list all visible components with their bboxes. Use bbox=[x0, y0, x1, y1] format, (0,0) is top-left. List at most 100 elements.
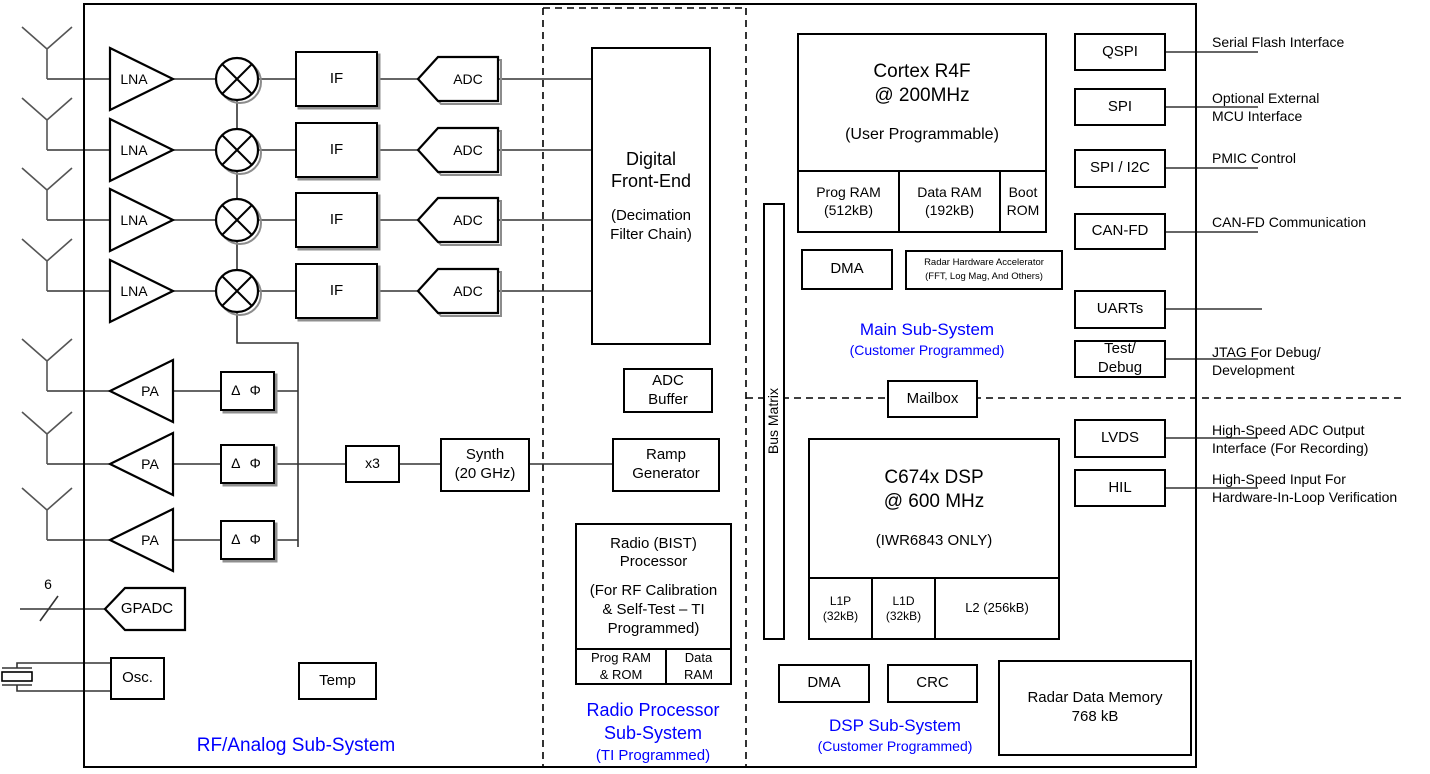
adc-shapes bbox=[416, 55, 502, 317]
hil-block: HIL bbox=[1074, 469, 1166, 507]
lna-label-3: LNA bbox=[120, 211, 148, 228]
lna-label-4: LNA bbox=[120, 282, 148, 299]
mixer-icon bbox=[214, 56, 262, 104]
digital-front-end-block: Digital Front-End (Decimation Filter Cha… bbox=[591, 47, 711, 345]
lna-amplifier-shape bbox=[108, 46, 176, 112]
pa-amplifier-shape bbox=[107, 431, 175, 497]
gpadc-bus-width-label: 6 bbox=[44, 575, 52, 592]
lna-label-2: LNA bbox=[120, 141, 148, 158]
pa-amplifier-shape bbox=[107, 358, 175, 424]
subsystem-divider-dashed-vertical bbox=[542, 7, 747, 766]
lna-amplifier-shape bbox=[108, 117, 176, 183]
if-block-4: IF bbox=[295, 263, 378, 319]
can-fd-ext-label: CAN-FD Communication bbox=[1212, 213, 1367, 230]
phase-shifter-2: Δ Φ bbox=[220, 444, 275, 484]
if-block-3: IF bbox=[295, 192, 378, 248]
rx-antenna-icon bbox=[21, 167, 73, 220]
chip-outline bbox=[83, 3, 1197, 768]
cortex-data-ram-cell: Data RAM(192kB) bbox=[898, 170, 1001, 233]
gpadc-label: GPADC bbox=[120, 600, 174, 618]
rx-signal-wires bbox=[47, 78, 591, 292]
adc-shape bbox=[416, 267, 500, 315]
qspi-block: QSPI bbox=[1074, 33, 1166, 71]
pa-label-2: PA bbox=[141, 455, 159, 472]
dsp-crc-block: CRC bbox=[887, 664, 978, 703]
c674x-dsp-block: C674x DSP @ 600 MHz (IWR6843 ONLY) bbox=[808, 438, 1060, 579]
test-debug-block: Test/Debug bbox=[1074, 340, 1166, 378]
lo-distribution-wires bbox=[236, 100, 299, 547]
mixer-icon bbox=[214, 127, 262, 175]
adc-shape bbox=[416, 196, 500, 244]
bus-matrix-label: Bus Matrix bbox=[765, 388, 782, 455]
lna-label-1: LNA bbox=[120, 70, 148, 87]
spi-i2c-block: SPI / I2C bbox=[1074, 149, 1166, 188]
mailbox-block: Mailbox bbox=[887, 380, 978, 418]
main-dma-block: DMA bbox=[801, 249, 893, 290]
phase-shifter-3: Δ Φ bbox=[220, 520, 275, 560]
qspi-ext-label: Serial Flash Interface bbox=[1212, 33, 1345, 50]
bus-matrix-block: Bus Matrix bbox=[763, 203, 785, 640]
tx-antenna-icon bbox=[21, 487, 73, 540]
lna-amplifier-shape bbox=[108, 187, 176, 253]
adc-label-4: ADC bbox=[453, 282, 483, 299]
adc-label-2: ADC bbox=[453, 141, 483, 158]
can-fd-block: CAN-FD bbox=[1074, 213, 1166, 250]
phase-shifter-1: Δ Φ bbox=[220, 371, 275, 411]
crystal-oscillator-icon bbox=[1, 662, 110, 692]
cortex-r4f-block: Cortex R4F @ 200MHz (User Programmable) bbox=[797, 33, 1047, 172]
tx-antenna-icon bbox=[21, 338, 73, 391]
spi-block: SPI bbox=[1074, 88, 1166, 126]
tx-antenna-icon bbox=[21, 411, 73, 464]
lna-amplifier-shape bbox=[108, 258, 176, 324]
gpadc-shape bbox=[103, 586, 187, 632]
radio-bist-processor-block: Radio (BIST) Processor (For RF Calibrati… bbox=[575, 523, 732, 650]
spi-i2c-ext-label: PMIC Control bbox=[1212, 149, 1297, 166]
oscillator-block: Osc. bbox=[110, 657, 165, 700]
peripheral-wires bbox=[1166, 51, 1262, 489]
rx-antenna-icons bbox=[21, 26, 73, 291]
mixer-icon bbox=[214, 268, 262, 316]
dsp-l2-cell: L2 (256kB) bbox=[934, 577, 1060, 640]
adc-shape bbox=[416, 55, 500, 103]
main-subsystem-title: Main Sub-System (Customer Programmed) bbox=[849, 319, 1005, 358]
tx-signal-wires bbox=[47, 390, 612, 541]
dsp-l1d-cell: L1D(32kB) bbox=[871, 577, 936, 640]
adc-label-3: ADC bbox=[453, 211, 483, 228]
rf-subsystem-title: RF/Analog Sub-System bbox=[196, 734, 396, 756]
adc-shape bbox=[416, 126, 500, 174]
bist-prog-ram-cell: Prog RAM& ROM bbox=[575, 648, 667, 685]
pa-label-1: PA bbox=[141, 382, 159, 399]
if-block-1: IF bbox=[295, 51, 378, 107]
dsp-subsystem-title: DSP Sub-System (Customer Programmed) bbox=[817, 715, 973, 754]
rx-antenna-icon bbox=[21, 238, 73, 291]
cortex-prog-ram-cell: Prog RAM(512kB) bbox=[797, 170, 900, 233]
rx-antenna-icon bbox=[21, 97, 73, 150]
uarts-block: UARTs bbox=[1074, 290, 1166, 329]
radio-subsystem-title: Radio Processor Sub-System (TI Programme… bbox=[586, 699, 720, 764]
adc-label-1: ADC bbox=[453, 70, 483, 87]
x3-multiplier-block: x3 bbox=[345, 445, 400, 483]
bus-width-slash-icon bbox=[39, 595, 59, 622]
pa-amplifier-shapes bbox=[107, 358, 175, 573]
lna-amplifier-shapes bbox=[108, 46, 176, 324]
dsp-dma-block: DMA bbox=[778, 664, 870, 703]
synth-block: Synth(20 GHz) bbox=[440, 438, 530, 492]
temp-sensor-block: Temp bbox=[298, 662, 377, 700]
pa-label-3: PA bbox=[141, 531, 159, 548]
if-block-2: IF bbox=[295, 122, 378, 178]
jtag-ext-label: JTAG For Debug/Development bbox=[1212, 343, 1321, 378]
mixer-icon bbox=[214, 197, 262, 245]
pa-amplifier-shape bbox=[107, 507, 175, 573]
dsp-l1p-cell: L1P(32kB) bbox=[808, 577, 873, 640]
lvds-block: LVDS bbox=[1074, 419, 1166, 458]
